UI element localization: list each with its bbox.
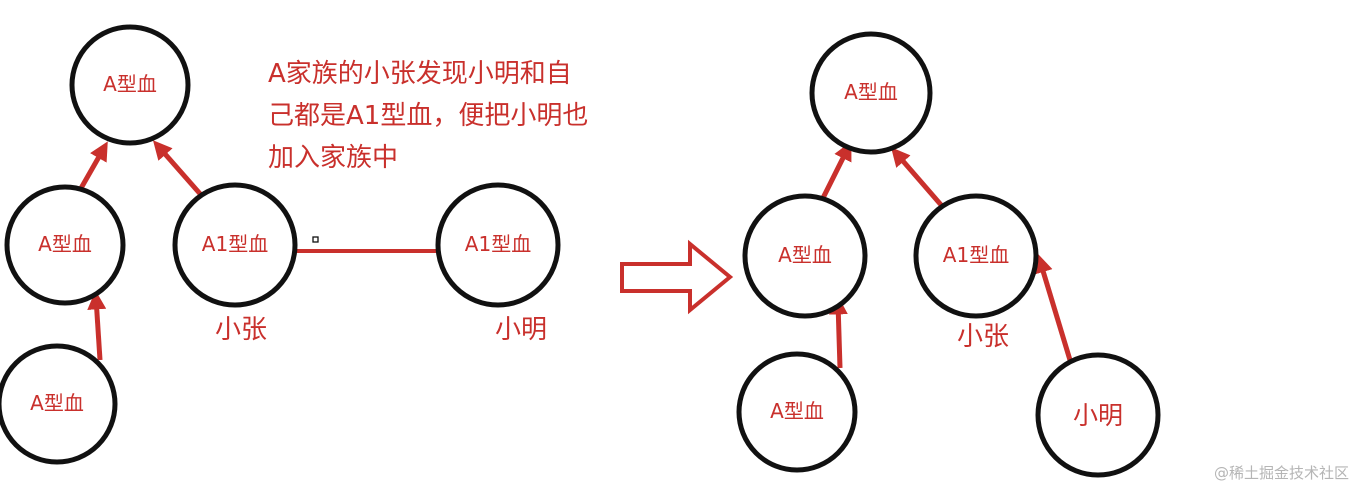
arrow-left-child-to-root — [77, 141, 108, 192]
after-node-xiaozhang: A1型血 — [913, 193, 1039, 319]
arrow-after-xiaoming-to-xiaozhang — [1034, 253, 1076, 371]
transition-arrow-icon — [620, 239, 734, 315]
node-root: A型血 — [69, 24, 191, 146]
after-node-left-child-label: A型血 — [778, 243, 832, 267]
arrow-grandchild-to-left-child — [87, 290, 107, 361]
after-node-root-label: A型血 — [844, 80, 898, 104]
node-left-child-label: A型血 — [38, 232, 92, 256]
arrow-after-xiaozhang-to-root — [891, 147, 944, 208]
node-root-label: A型血 — [103, 72, 157, 96]
name-label-xiaozhang: 小张 — [215, 315, 267, 345]
arrow-after-left-child-to-root — [819, 141, 852, 202]
annotation-line-1: A家族的小张发现小明和自 — [268, 59, 572, 89]
annotation: A家族的小张发现小明和自 己都是A1型血，便把小明也 加入家族中 — [268, 59, 588, 173]
node-xiaozhang-label: A1型血 — [202, 232, 268, 256]
annotation-line-3: 加入家族中 — [268, 143, 398, 173]
after-node-left-child: A型血 — [742, 193, 868, 319]
name-label-xiaoming: 小明 — [495, 315, 547, 345]
after-node-root: A型血 — [809, 31, 933, 155]
node-left-grandchild: A型血 — [0, 343, 118, 465]
node-xiaoming-label: A1型血 — [465, 232, 531, 256]
small-marker-square — [312, 236, 319, 243]
node-left-child: A型血 — [4, 184, 126, 306]
after-node-xiaoming: 小明 — [1035, 352, 1161, 478]
arrow-xiaozhang-to-root — [152, 140, 204, 198]
node-xiaozhang: A1型血 — [172, 182, 298, 308]
after-name-label-xiaozhang: 小张 — [957, 322, 1009, 352]
annotation-line-2: 己都是A1型血，便把小明也 — [268, 101, 588, 131]
after-node-xiaozhang-label: A1型血 — [943, 243, 1009, 267]
watermark-text: @稀土掘金技术社区 — [1214, 464, 1349, 482]
after-node-left-grandchild-label: A型血 — [770, 399, 824, 423]
after-node-left-grandchild: A型血 — [736, 351, 858, 473]
node-left-grandchild-label: A型血 — [30, 391, 84, 415]
before-graph: A型血 A型血 A1型血 A型血 A1型血 小张 小明 — [0, 24, 561, 465]
after-graph: A型血 A型血 A1型血 A型血 小明 小张 — [736, 31, 1161, 478]
arrow-after-grandchild-to-left-child — [828, 295, 848, 369]
node-xiaoming: A1型血 — [435, 182, 561, 308]
after-node-xiaoming-label: 小明 — [1073, 401, 1123, 430]
